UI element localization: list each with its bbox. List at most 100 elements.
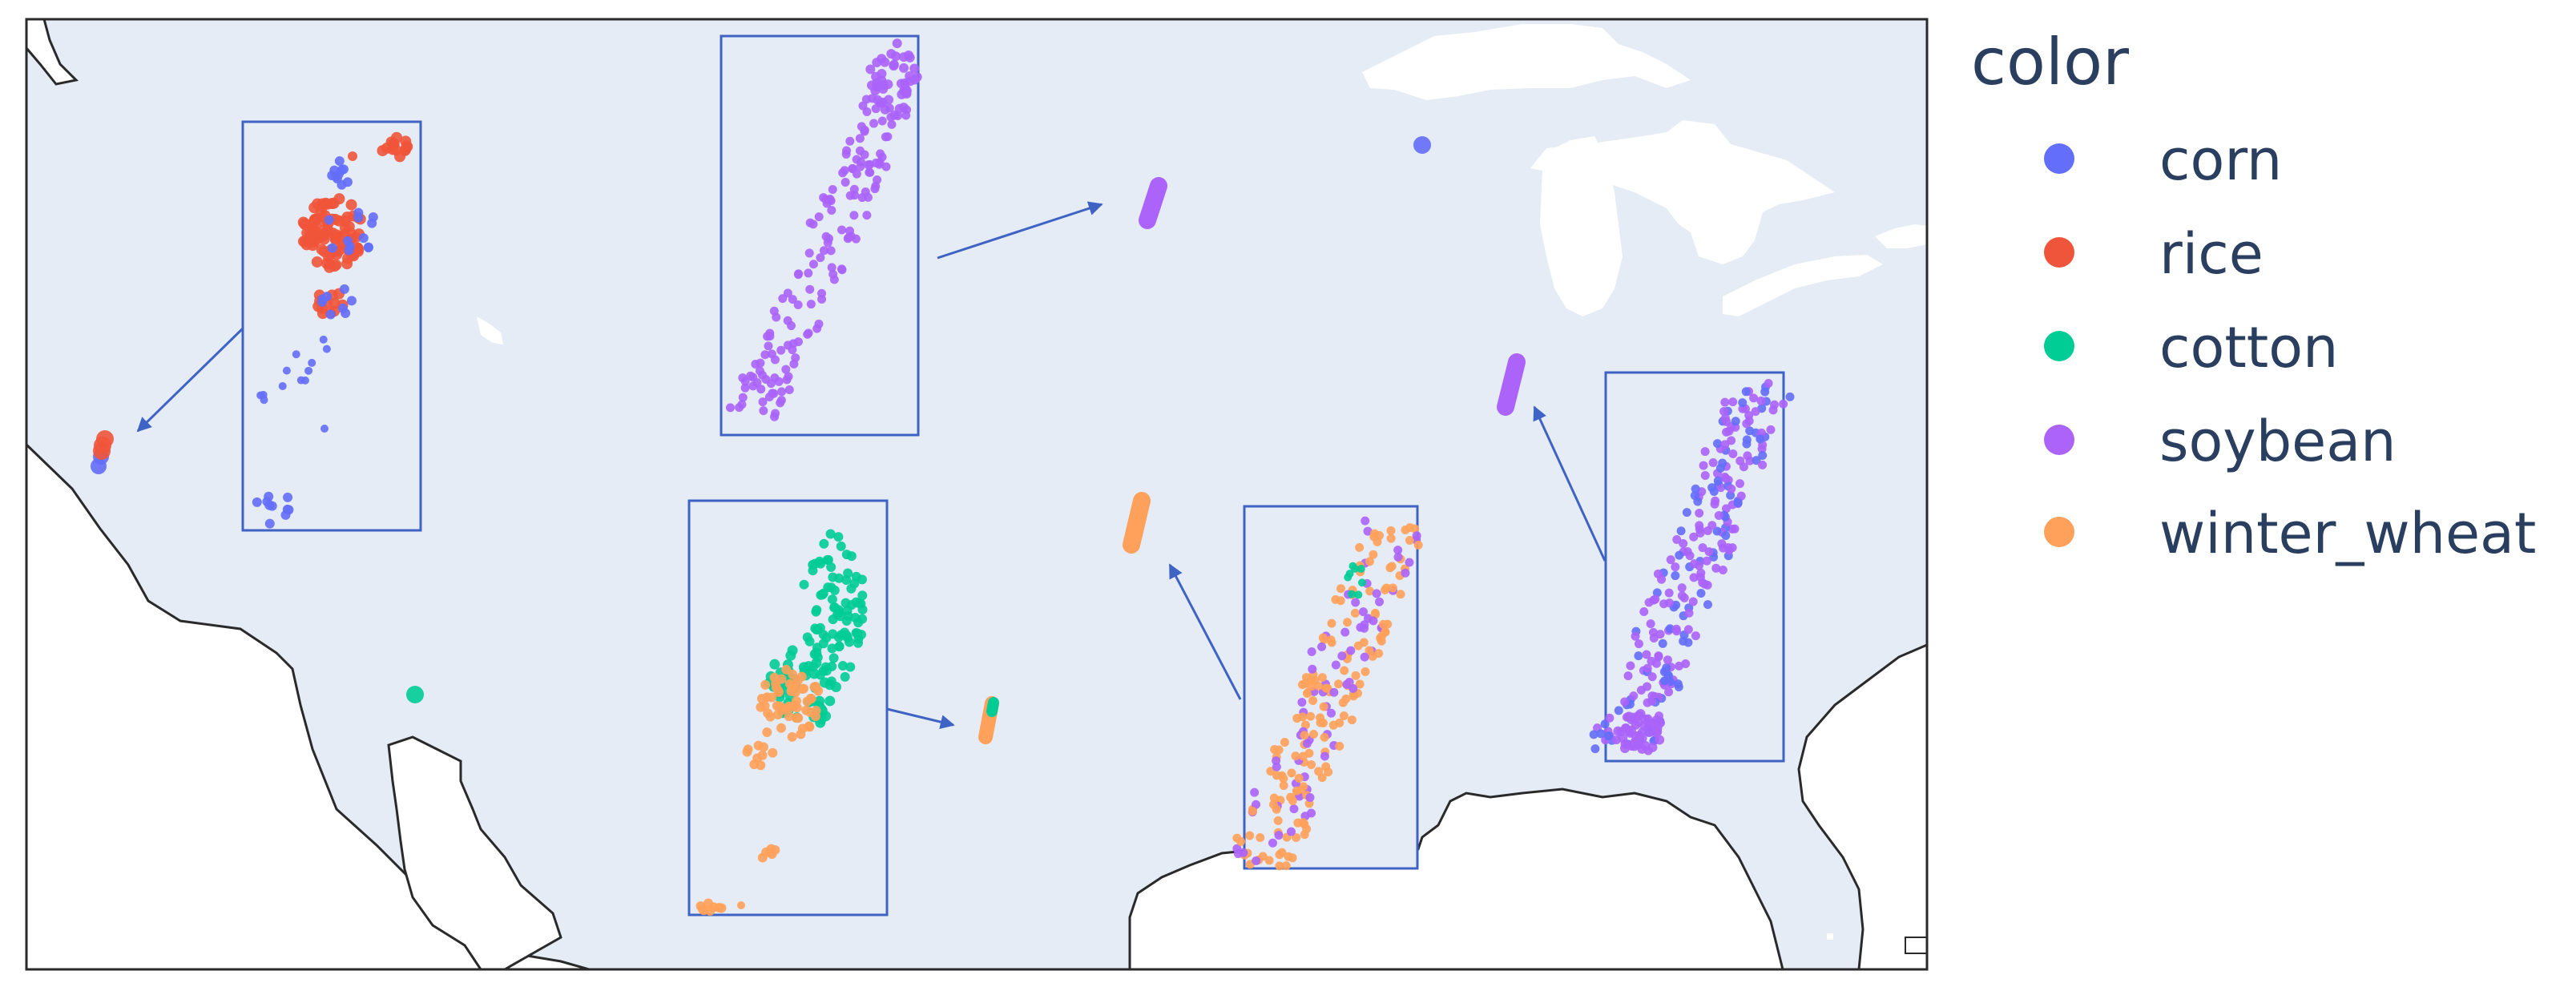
inset-point-corn — [1733, 498, 1743, 508]
inset-point-winter_wheat — [1336, 596, 1345, 606]
inset-point-winter_wheat — [1280, 738, 1289, 747]
inset-point-winter_wheat — [788, 682, 798, 692]
inset-point-soybean — [756, 385, 766, 394]
inset-point-soybean — [877, 97, 888, 107]
inset-point-soybean — [863, 192, 873, 202]
inset-point-soybean — [869, 119, 879, 128]
lake-erie — [1723, 255, 1883, 316]
inset-point-soybean — [788, 339, 798, 348]
inset-point-soybean — [1326, 708, 1336, 718]
inset-point-soybean — [1405, 558, 1414, 567]
inset-point-soybean — [1631, 719, 1641, 730]
legend-item-soybean[interactable]: soybean — [2044, 409, 2396, 474]
map-marker-corn — [1413, 136, 1431, 154]
inset-point-cotton — [857, 605, 868, 615]
inset-rice-corn-frame — [241, 120, 422, 532]
inset-point-winter_wheat — [763, 708, 773, 719]
inset-point-soybean — [770, 355, 780, 365]
inset-point-cotton — [1345, 570, 1354, 578]
inset-point-soybean — [841, 178, 850, 187]
inset-point-winter_wheat — [760, 701, 770, 711]
inset-point-soybean — [1745, 456, 1755, 465]
inset-point-soybean — [1735, 456, 1745, 465]
inset-point-soybean — [1683, 547, 1692, 557]
inset-point-soybean — [860, 127, 869, 136]
inset-point-corn — [319, 335, 328, 344]
inset-point-winter_wheat — [787, 731, 797, 742]
inset-point-winter_wheat — [1328, 720, 1338, 730]
inset-point-winter_wheat — [1256, 832, 1265, 842]
inset-point-soybean — [808, 260, 818, 269]
inset-point-winter_wheat — [767, 692, 777, 703]
inset-point-corn — [344, 245, 354, 256]
inset-point-winter_wheat — [1405, 535, 1414, 545]
inset-point-cotton — [821, 633, 832, 643]
inset-point-winter_wheat — [771, 683, 781, 693]
inset-point-cotton — [823, 554, 833, 565]
inset-point-soybean — [1742, 419, 1752, 429]
inset-point-soybean — [1756, 396, 1766, 405]
inset-point-cotton — [853, 628, 863, 639]
inset-point-soybean — [855, 134, 865, 143]
inset-point-cotton — [833, 632, 844, 643]
inset-point-soybean — [1720, 440, 1730, 449]
inset-point-cotton — [817, 590, 828, 600]
inset-point-cotton — [845, 637, 855, 647]
inset-point-rice — [341, 211, 353, 223]
inset-point-soybean — [828, 185, 837, 195]
inset-point-winter_wheat — [1413, 540, 1423, 550]
inset-point-winter_wheat — [1381, 627, 1390, 637]
inset-point-winter_wheat — [1359, 638, 1369, 647]
inset-point-soybean — [1621, 723, 1631, 734]
inset-point-winter_wheat — [1335, 741, 1344, 751]
inset-point-soybean — [751, 360, 760, 369]
inset-point-soybean — [1654, 652, 1663, 662]
inset-point-corn — [278, 381, 287, 390]
inset-point-cotton — [1348, 562, 1357, 570]
inset-point-soybean — [1393, 552, 1403, 562]
inset-point-soybean — [769, 306, 779, 316]
inset-point-soybean — [1764, 379, 1773, 389]
inset-point-soybean — [1700, 447, 1710, 457]
inset-point-soybean — [1305, 793, 1315, 803]
inset-point-winter_wheat — [1324, 767, 1333, 777]
inset-point-rice — [311, 256, 323, 268]
inset-point-winter_wheat — [1273, 816, 1283, 825]
inset-point-winter_wheat — [1351, 671, 1361, 680]
inset-point-soybean — [738, 373, 748, 383]
legend-item-cotton[interactable]: cotton — [2044, 315, 2338, 381]
lake-michigan — [1540, 136, 1623, 316]
inset-point-soybean — [1683, 625, 1693, 634]
legend-item-rice[interactable]: rice — [2044, 221, 2264, 287]
inset-point-cotton — [840, 671, 850, 682]
inset-point-corn — [292, 350, 300, 359]
inset-point-soybean — [1653, 569, 1663, 578]
inset-point-soybean — [778, 294, 788, 304]
inset-point-soybean — [856, 162, 865, 171]
inset-point-soybean — [1723, 543, 1733, 553]
inset-point-soybean — [758, 397, 768, 407]
inset-point-soybean — [1684, 608, 1694, 618]
inset-point-corn — [1738, 398, 1748, 408]
inset-point-winter_wheat — [1369, 550, 1378, 559]
inset-point-rice — [308, 213, 320, 225]
inset-point-winter_wheat — [806, 693, 816, 703]
legend-item-winter-wheat[interactable]: winter_wheat — [2044, 501, 2536, 566]
inset-point-soybean — [1629, 741, 1639, 751]
inset-point-soybean — [1623, 671, 1633, 681]
inset-point-winter_wheat — [1279, 781, 1288, 791]
inset-point-winter_wheat — [1386, 526, 1396, 535]
inset-point-cotton — [834, 573, 845, 583]
inset-point-soybean — [1700, 471, 1710, 481]
inset-point-soybean — [770, 412, 780, 421]
inset-point-soybean — [1728, 449, 1738, 458]
inset-point-soybean — [1655, 735, 1665, 745]
inset-point-soybean — [776, 345, 786, 355]
inset-point-soybean — [862, 211, 872, 220]
inset-point-rice — [297, 216, 309, 228]
inset-point-winter_wheat — [1245, 831, 1255, 840]
inset-point-soybean — [1358, 607, 1368, 617]
inset-point-soybean — [1721, 473, 1731, 483]
legend-item-corn[interactable]: corn — [2044, 127, 2282, 193]
inset-point-corn — [308, 358, 316, 367]
